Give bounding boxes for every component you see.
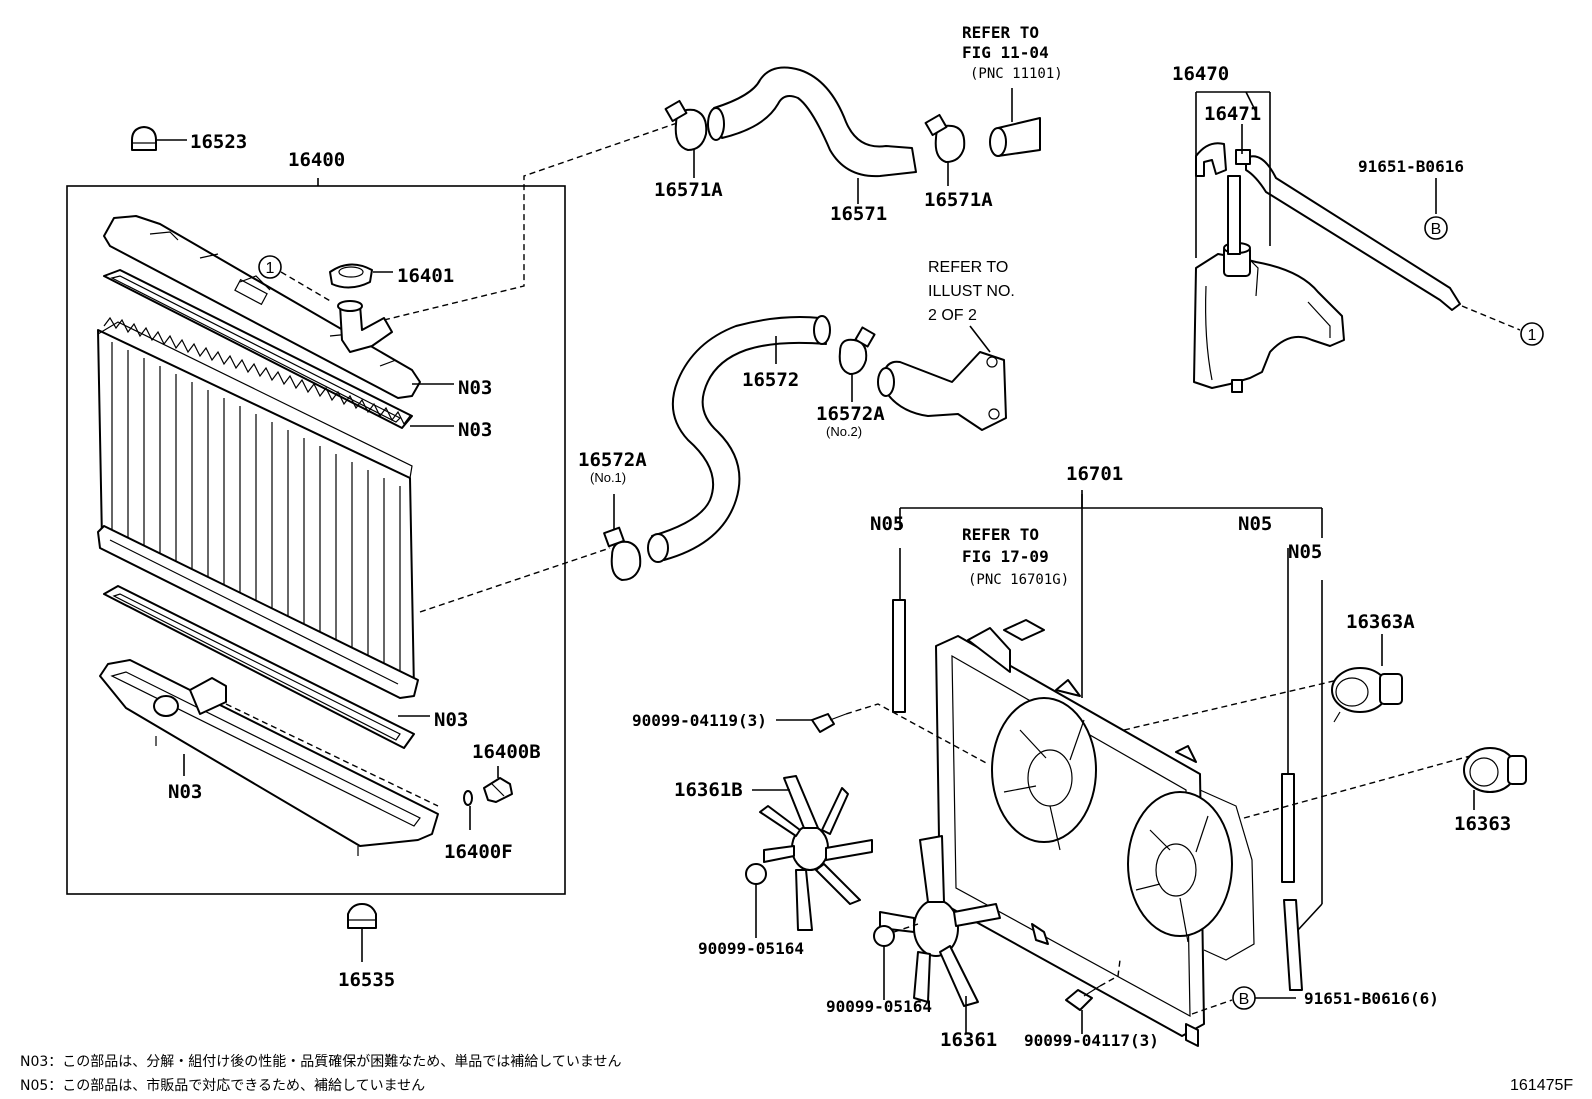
clamp-16572a-no2-icon[interactable] [838,326,876,402]
note-n05: N05：この部品は、市販品で対応できるため、補給していません [20,1077,425,1094]
filler-neck-icon[interactable] [337,300,393,353]
label-16470: 16470 [1172,63,1229,85]
label-n05-c: N05 [1288,541,1322,563]
bolt-90099-04117-icon[interactable] [1065,985,1101,1034]
label-n05-a: N05 [870,513,904,535]
label-16400b: 16400B [472,741,541,763]
label-16572: 16572 [742,369,799,391]
label-16701: 16701 [1066,463,1123,485]
sublabel-no2: (No.2) [826,424,862,439]
svg-text:B: B [1239,991,1250,1008]
label-16363a: 16363A [1346,611,1415,633]
label-n03-c: N03 [434,709,468,731]
n05-strip-right-icon[interactable] [1281,548,1295,883]
label-91651-b0616: 91651-B0616 [1358,157,1464,176]
marker-b-top: B [1424,216,1448,240]
marker-b-bottom: B [1232,986,1296,1010]
reservoir-tank-16470-icon[interactable] [1193,242,1345,393]
engine-outlet-pipe-icon[interactable] [989,88,1041,157]
fan-blade-16361b-icon[interactable] [752,775,873,931]
ref-fig1104-line1: REFER TO [962,23,1039,42]
drain-plug-16400b-icon[interactable] [483,766,513,803]
clamp-16571a-right-icon[interactable] [924,113,966,186]
figure-id: 161475F [1510,1077,1573,1094]
label-16361b: 16361B [674,779,743,801]
ref-fig1709-line1: REFER TO [962,525,1039,544]
clamp-16572a-no1-icon[interactable] [603,494,642,581]
label-16361: 16361 [940,1029,997,1051]
svg-text:1: 1 [1528,327,1537,344]
ref-illust-line1: REFER TO [928,259,1008,276]
label-16471: 16471 [1204,103,1261,125]
lower-header-icon[interactable] [97,525,419,699]
mount-16535-icon[interactable] [347,903,377,962]
fan-blade-16361-icon[interactable] [879,835,1001,1034]
label-90099-04117: 90099-04117(3) [1024,1031,1159,1050]
svg-text:1: 1 [266,260,275,277]
label-16571a-left: 16571A [654,179,723,201]
cap-16401-icon[interactable] [329,263,393,289]
upper-tank-icon[interactable] [103,215,421,399]
overflow-hose-icon[interactable] [1235,149,1461,311]
fan-motor-16363a-icon[interactable] [1331,634,1403,723]
lower-tank-icon[interactable] [99,659,439,856]
ref-fig1709-line3: (PNC 16701G) [968,572,1069,588]
ref-fig1104-line3: (PNC 11101) [970,66,1063,82]
ref-fig1709-line2: FIG 17-09 [962,547,1049,566]
label-16523: 16523 [190,131,247,153]
label-n03-d: N03 [168,781,202,803]
ref-illust-line3: 2 OF 2 [928,307,977,324]
label-90099-05164-a: 90099-05164 [698,939,804,958]
nut-90099-05164-a-icon[interactable] [745,863,767,938]
lower-hose-16572-icon[interactable] [647,315,831,563]
label-n03-b: N03 [458,419,492,441]
label-n05-b: N05 [1238,513,1272,535]
fan-motor-16363-icon[interactable] [1463,747,1527,810]
fan-shroud-icon[interactable] [935,627,1255,1047]
lower-gasket-icon[interactable] [103,585,415,749]
label-16572a-no1: 16572A [578,449,647,471]
o-ring-16400f-icon[interactable] [463,790,473,830]
ref-fig1104-line2: FIG 11-04 [962,43,1049,62]
label-91651-b0616-6: 91651-B0616(6) [1304,989,1439,1008]
label-16401: 16401 [397,265,454,287]
label-16571: 16571 [830,203,887,225]
label-16363: 16363 [1454,813,1511,835]
bolt-90099-04119-icon[interactable] [776,713,847,733]
clamp-16571a-left-icon[interactable] [664,99,708,178]
label-16571a-right: 16571A [924,189,993,211]
label-16400f: 16400F [444,841,513,863]
label-n03-a: N03 [458,377,492,399]
radiator-cap-16523-icon[interactable] [131,126,187,151]
n05-strip-left-icon[interactable] [892,548,906,713]
note-n03: N03：この部品は、分解・組付け後の性能・品質確保が困難なため、単品では補給して… [20,1054,621,1070]
label-16535: 16535 [338,969,395,991]
label-16400: 16400 [288,149,345,171]
water-inlet-icon[interactable] [877,325,1007,431]
sublabel-no1: (No.1) [590,470,626,485]
reservoir-cap-16471-icon[interactable] [1195,142,1241,255]
n05-strip-bottom-icon[interactable] [1283,580,1323,991]
label-90099-04119: 90099-04119(3) [632,711,767,730]
svg-text:B: B [1431,221,1442,238]
nut-90099-05164-b-icon[interactable] [873,925,895,1000]
upper-gasket-icon[interactable] [103,269,413,429]
upper-hose-16571-icon[interactable] [707,66,917,204]
marker-1-right: 1 [1520,322,1544,346]
radiator-assembly-frame [66,185,566,895]
ref-illust-line2: ILLUST NO. [928,283,1015,300]
label-16572a-no2: 16572A [816,403,885,425]
marker-1-radiator: 1 [258,255,333,303]
label-90099-05164-b: 90099-05164 [826,997,932,1016]
